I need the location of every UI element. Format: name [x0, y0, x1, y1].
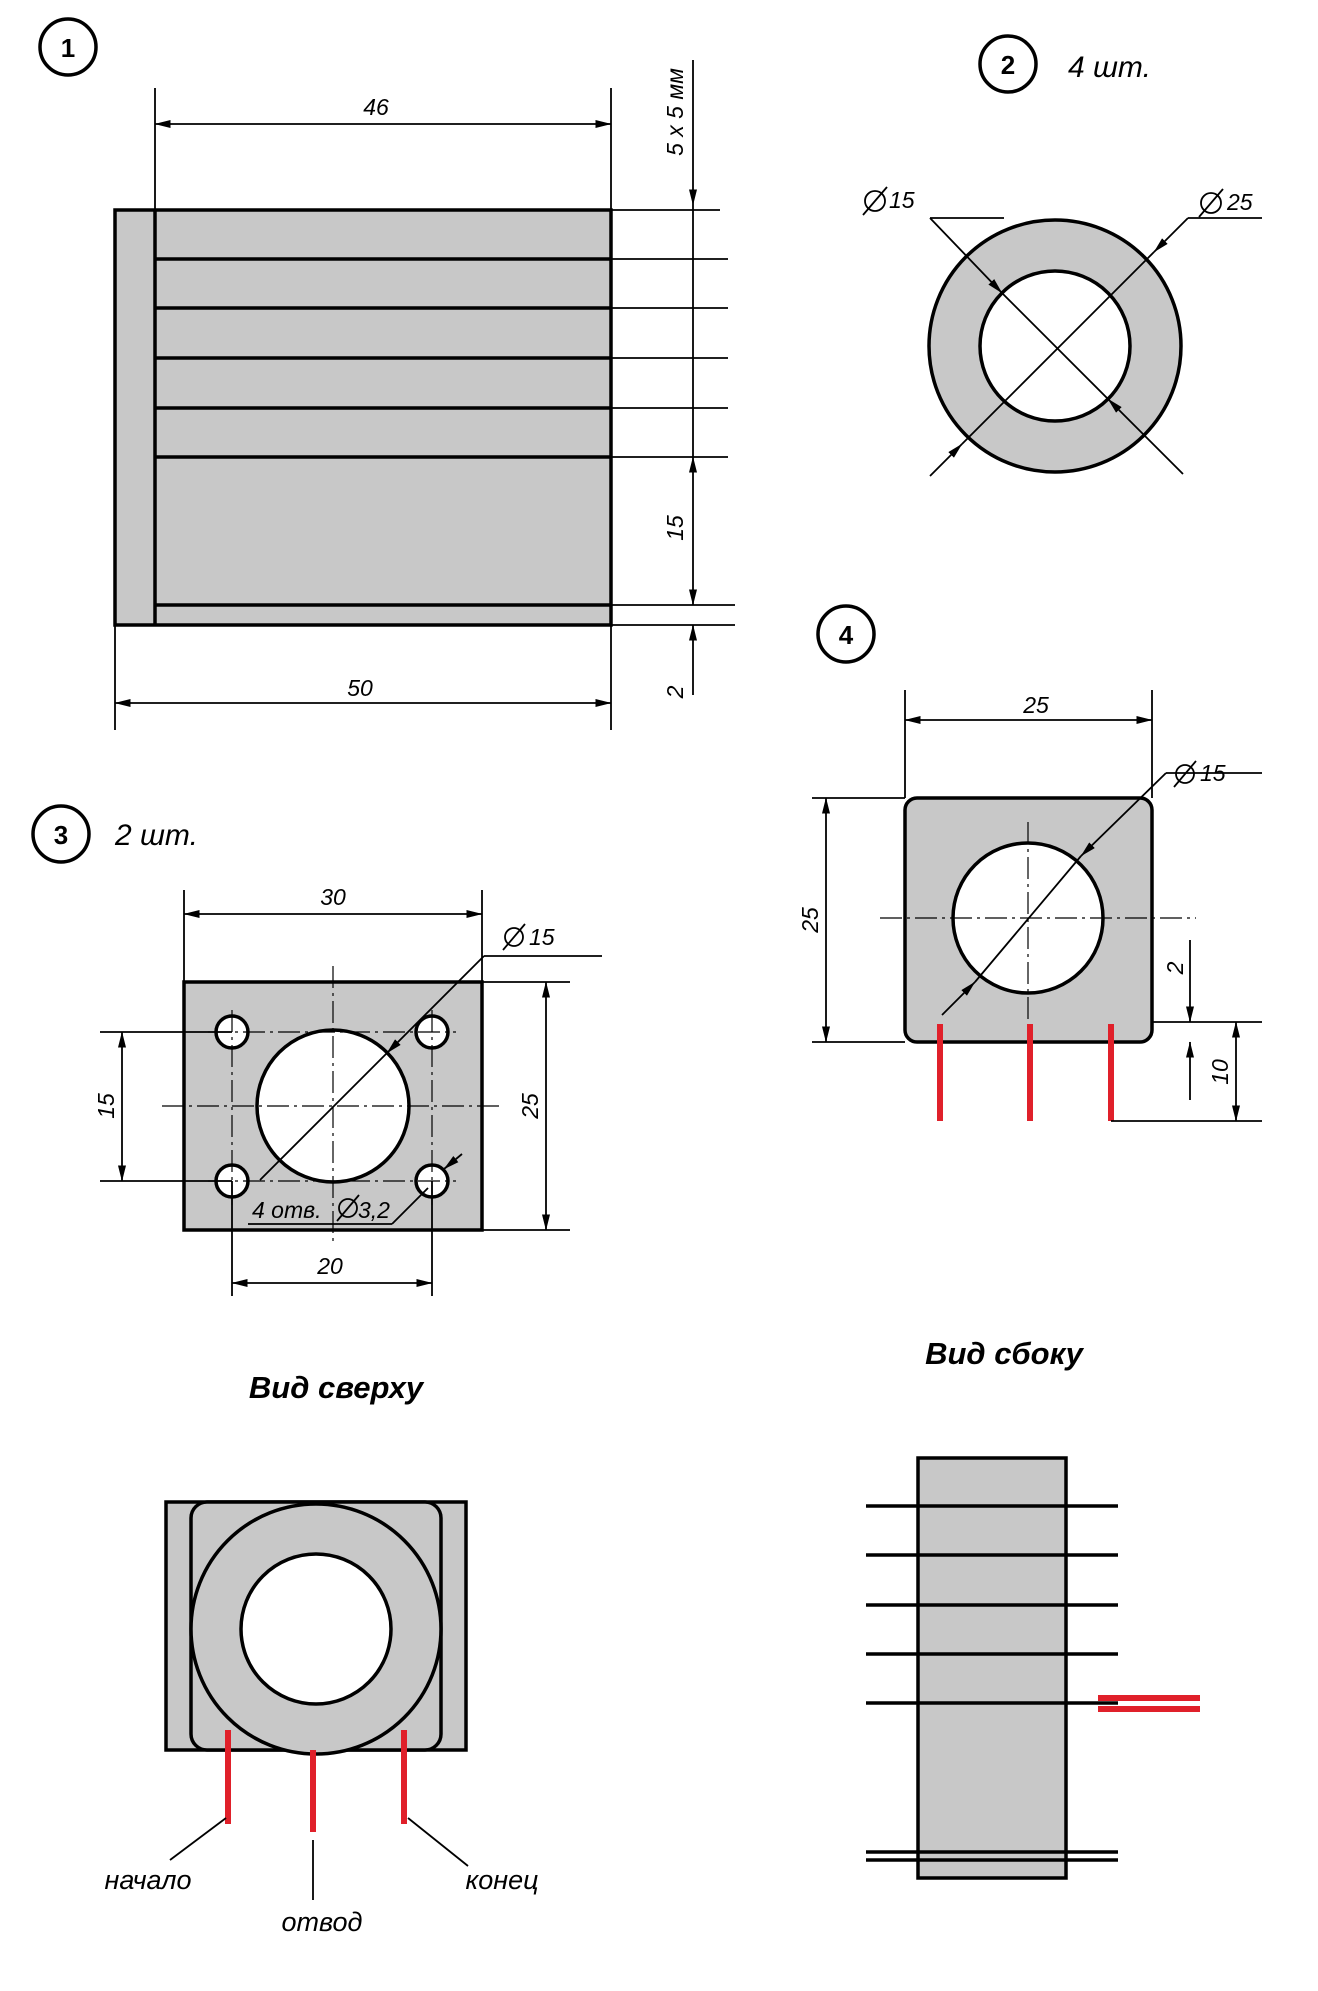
part4-dim-hole-arrow-high	[1080, 772, 1167, 857]
diameter-icon	[862, 186, 888, 216]
part4-number-badge	[816, 604, 876, 664]
diameter-icon	[1198, 188, 1224, 218]
part3-number: 3	[54, 820, 68, 850]
part3-dim-mount-dia: 3,2	[358, 1197, 390, 1223]
part1-view: 1 46	[38, 17, 735, 730]
part3-qty: 2 шт.	[114, 819, 198, 852]
side-view-leads	[1098, 1695, 1200, 1712]
part1-number: 1	[61, 33, 75, 63]
top-view-title: Вид сверху	[249, 1370, 425, 1405]
part2-dim-outer-arrow-low	[929, 443, 963, 477]
part4-view: 4 25 25 15	[797, 604, 1262, 1122]
part3-dim-height: 25	[517, 1093, 543, 1120]
top-view-leader-start	[169, 1817, 227, 1861]
part4-center-lines	[880, 822, 1196, 1062]
top-view-leads	[225, 1730, 407, 1832]
part3-dim-mount-holes: 4 отв.	[252, 1197, 322, 1223]
part3-dim-hole-line	[259, 1052, 388, 1181]
part1-dim-width-top: 46	[363, 94, 389, 120]
top-view-hole	[239, 1552, 393, 1706]
top-view: Вид сверху начало отвод конец	[105, 1370, 539, 1937]
side-view: Вид сбоку	[866, 1336, 1200, 1880]
part3-dim-hole-spacing-h: 20	[316, 1253, 343, 1279]
part3-dim-mount-arrow	[443, 1153, 463, 1170]
side-view-body	[916, 1456, 1068, 1880]
part4-dim-hole: 15	[1200, 760, 1226, 786]
part4-dim-gap: 2	[1162, 961, 1188, 975]
part1-dim-flange-gap: 15	[662, 515, 688, 541]
part1-number-badge	[38, 17, 98, 77]
part1-dim-width-bottom: 50	[347, 675, 373, 701]
part4-dim-width: 25	[1022, 692, 1049, 718]
part2-number-badge	[978, 34, 1038, 94]
part3-number-badge	[31, 804, 91, 864]
diameter-icon	[336, 1194, 360, 1222]
part4-dim-height: 25	[797, 907, 823, 934]
part2-dim-inner: 15	[889, 187, 915, 213]
part2-number: 2	[1001, 50, 1015, 80]
part1-dim-winding: 5 х 5 мм	[662, 68, 688, 156]
part3-dim-mount-leader	[391, 1187, 429, 1225]
part4-number: 4	[839, 620, 854, 650]
side-view-title: Вид сбоку	[925, 1336, 1085, 1371]
part4-dim-hole-arrow-low	[941, 981, 976, 1016]
part4-dim-hole-line	[974, 855, 1082, 983]
side-view-winding-lines	[866, 1504, 1118, 1862]
part2-qty: 4 шт.	[1068, 51, 1151, 84]
diameter-icon	[1173, 760, 1197, 788]
part1-extension-lines	[114, 88, 735, 730]
label-tap: отвод	[282, 1907, 363, 1937]
part4-dim-pins: 10	[1207, 1059, 1233, 1085]
part3-view: 3 2 шт. 30 25 15	[31, 804, 602, 1296]
part2-view: 2 4 шт. 15 25	[862, 34, 1262, 477]
part1-winding-lines	[155, 257, 611, 607]
diameter-icon	[502, 923, 526, 951]
part1-dim-flange: 2	[662, 685, 688, 699]
part2-dim-outer: 25	[1226, 189, 1253, 215]
part1-body	[113, 208, 613, 627]
part2-dim-inner-line	[1001, 292, 1109, 400]
part2-dim-inner-arrow-high	[929, 217, 1003, 294]
label-end: конец	[465, 1865, 538, 1895]
part3-dim-width: 30	[320, 884, 346, 910]
part2-dim-outer-arrow-high	[1153, 217, 1189, 253]
part2-dim-inner-arrow-low	[1107, 398, 1184, 475]
label-start: начало	[105, 1865, 192, 1895]
part3-dim-hole-arrow	[386, 955, 485, 1054]
part4-pins	[937, 1024, 1114, 1121]
part3-dim-hole-spacing-v: 15	[93, 1093, 119, 1119]
top-view-leader-end	[407, 1817, 469, 1867]
part3-dim-hole: 15	[529, 924, 555, 950]
